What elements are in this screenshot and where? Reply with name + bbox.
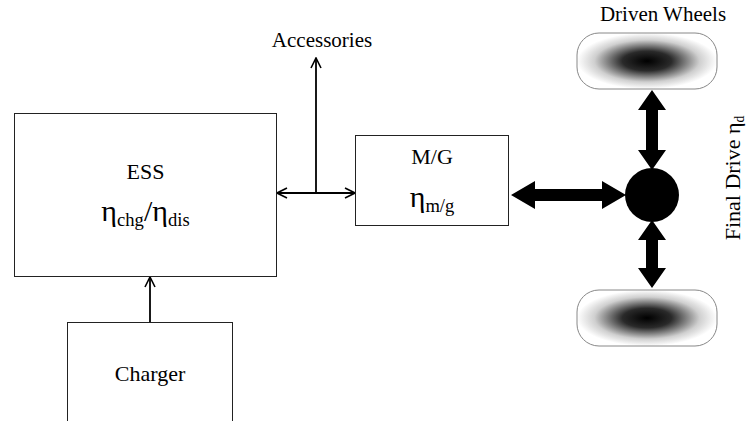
power-arrow — [638, 220, 666, 288]
power-arrow — [511, 181, 626, 209]
box-title: M/G — [411, 145, 453, 169]
efficiency-symbol: ηchg/ηdis — [101, 194, 189, 230]
final-drive-label: Final Drive ηd — [721, 114, 746, 243]
wheel — [577, 33, 717, 89]
wheel — [577, 290, 717, 346]
accessories-label: Accessories — [270, 29, 374, 52]
efficiency-symbol: ηm/g — [410, 180, 455, 216]
wheels-label: Driven Wheels — [598, 3, 728, 26]
box-title: ESS — [127, 160, 165, 184]
box-content: ESS ηchg/ηdis — [91, 154, 199, 236]
final-drive — [625, 168, 679, 222]
box-content: M/G ηm/g — [400, 139, 465, 221]
power-flow-arrow — [277, 192, 355, 194]
charger-box: Charger — [67, 322, 233, 421]
motor-generator-box: M/G ηm/g — [355, 135, 509, 226]
accessory-branch — [315, 58, 317, 193]
power-arrow — [638, 90, 666, 170]
box-content: Charger — [105, 356, 195, 392]
box-title: Charger — [115, 362, 185, 386]
power-flow-arrow — [149, 277, 151, 322]
energy-storage-box: ESS ηchg/ηdis — [14, 113, 277, 277]
